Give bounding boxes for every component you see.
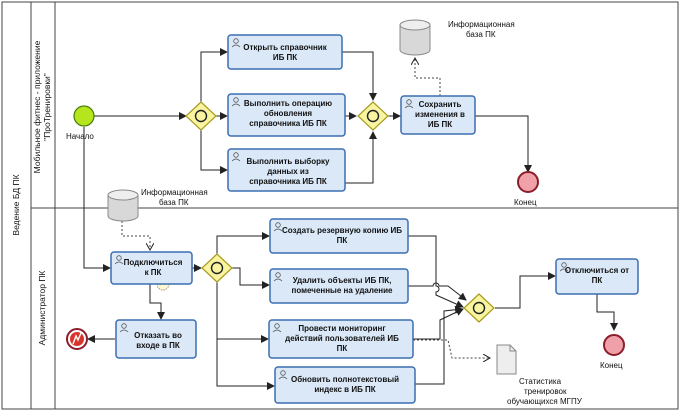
pool-label: Ведение БД ПК <box>11 174 21 235</box>
lane-label-app-line1: Мобильное фитнес - приложение <box>32 40 42 173</box>
flow-gateway-to-reindex <box>216 339 275 390</box>
user-task-icon <box>231 152 241 162</box>
flow-save-to-end <box>475 115 532 173</box>
datastore-bottom-label-1: Информационная <box>141 188 208 197</box>
error-end-event-icon[interactable] <box>66 328 88 350</box>
task-connect-line1: Подключиться <box>124 258 183 267</box>
flow-backup-to-gateway <box>408 235 464 308</box>
end-event-bottom-label: Конец <box>600 361 623 370</box>
end-event-top[interactable] <box>517 171 539 193</box>
document-label-2: тренировок <box>524 387 567 396</box>
flow-gateway-to-disconnect <box>495 272 556 309</box>
user-task-icon <box>231 38 241 48</box>
task-monitoring-line3: ПК <box>337 344 348 353</box>
task-select-data-line3: справочника ИБ ПК <box>249 177 327 186</box>
end-event-bottom[interactable] <box>603 334 625 356</box>
flow-start-to-connect <box>83 127 111 272</box>
task-monitoring[interactable]: Провести мониторинг действий пользовател… <box>268 319 414 359</box>
task-update-reference[interactable]: Выполнить операцию обновления справочник… <box>227 93 346 137</box>
gateway-merge-top[interactable] <box>357 101 389 131</box>
flow-gateway-to-open-ref <box>200 48 228 102</box>
task-update-reference-line3: справочника ИБ ПК <box>249 119 327 128</box>
task-backup[interactable]: Создать резервную копию ИБ ПК <box>269 218 409 254</box>
datastore-top-icon[interactable] <box>399 19 431 56</box>
user-task-icon <box>273 222 283 232</box>
document-label-3: обучающихся МГПУ <box>507 397 583 406</box>
task-open-reference-line1: Открыть справочник <box>243 43 327 52</box>
task-select-data-line2: данных из <box>267 167 309 176</box>
user-task-icon <box>404 99 414 109</box>
task-connect[interactable]: Подключиться к ПК <box>110 251 193 285</box>
task-delete-marked-line1: Удалить объекты ИБ ПК, <box>293 276 392 285</box>
lane-label-admin: Администратор ПК <box>37 271 47 346</box>
datastore-bottom-label-2: база ПК <box>159 198 189 207</box>
task-reindex[interactable]: Обновить полнотекстовый индекс в ИБ ПК <box>274 366 416 404</box>
assoc-monitoring-to-document <box>413 339 490 358</box>
task-monitoring-line1: Провести мониторинг <box>298 324 386 333</box>
flow-gateway-to-delete <box>232 267 270 289</box>
gateway-split-top[interactable] <box>185 101 217 131</box>
document-icon[interactable] <box>496 344 517 375</box>
flow-delete-to-gateway <box>408 282 467 301</box>
flow-reindex-to-gateway <box>415 305 463 385</box>
task-select-data-line1: Выполнить выборку <box>247 157 330 166</box>
user-task-icon <box>114 255 124 265</box>
task-deny-login[interactable]: Отказать во входе в ПК <box>115 319 197 359</box>
datastore-top-label-2: база ПК <box>466 30 496 39</box>
datastore-bottom-icon[interactable] <box>107 189 139 222</box>
assoc-save-to-top-db <box>415 58 441 96</box>
user-task-icon <box>273 272 283 282</box>
task-save-changes[interactable]: Сохранить изменения в ИБ ПК <box>400 95 476 135</box>
task-open-reference-line2: ИБ ПК <box>273 53 297 62</box>
user-task-icon <box>272 323 282 333</box>
task-disconnect[interactable]: Отключиться от ПК <box>555 258 639 295</box>
task-monitoring-line2: действий пользователей ИБ <box>285 334 399 343</box>
lane-label-app-line2: "ПроТренировки" <box>42 73 52 141</box>
user-task-icon <box>231 97 241 107</box>
task-backup-line1: Создать резервную копию ИБ <box>282 226 402 235</box>
flow-connect-to-deny <box>149 284 165 320</box>
user-task-icon <box>559 262 569 272</box>
document-label-1: Статистика <box>519 377 562 386</box>
task-disconnect-line1: Отключиться от <box>565 266 629 275</box>
flow-select-data-to-gateway <box>345 131 377 184</box>
datastore-top-label-1: Информационная <box>448 20 515 29</box>
start-event[interactable] <box>73 105 95 127</box>
sequence-flows <box>83 48 618 390</box>
task-deny-login-line2: входе в ПК <box>136 341 180 350</box>
task-delete-marked-line2: помеченные на удаление <box>292 286 394 295</box>
flow-gateway-to-backup <box>216 232 270 254</box>
task-open-reference[interactable]: Открыть справочник ИБ ПК <box>227 34 343 70</box>
task-backup-line2: ПК <box>337 236 348 245</box>
user-task-icon <box>119 323 129 333</box>
task-connect-line2: к ПК <box>145 268 162 277</box>
task-disconnect-line2: ПК <box>592 276 603 285</box>
flow-open-ref-to-gateway <box>342 51 377 101</box>
task-save-changes-line1: Сохранить <box>419 100 462 109</box>
start-event-label: Начало <box>66 132 94 141</box>
task-deny-login-line1: Отказать во <box>134 331 182 340</box>
task-save-changes-line3: ИБ ПК <box>428 120 452 129</box>
task-reindex-line2: индекс в ИБ ПК <box>314 385 375 394</box>
user-task-icon <box>278 370 288 380</box>
data-associations <box>121 58 490 358</box>
assoc-bottom-db-to-connect <box>121 221 150 250</box>
task-update-reference-line1: Выполнить операцию <box>244 99 332 108</box>
flow-monitoring-to-gateway <box>413 308 464 340</box>
end-event-top-label: Конец <box>514 198 537 207</box>
flow-gateway-to-select-data <box>200 130 228 174</box>
task-reindex-line1: Обновить полнотекстовый <box>291 375 399 384</box>
gateway-merge-bottom[interactable] <box>463 293 495 323</box>
task-delete-marked[interactable]: Удалить объекты ИБ ПК, помеченные на уда… <box>269 268 409 304</box>
flow-disconnect-to-end <box>596 294 618 331</box>
task-update-reference-line2: обновления <box>264 109 313 118</box>
task-save-changes-line2: изменения в <box>415 110 465 119</box>
task-select-data[interactable]: Выполнить выборку данных из справочника … <box>227 148 346 192</box>
gateway-split-bottom[interactable] <box>201 253 233 283</box>
